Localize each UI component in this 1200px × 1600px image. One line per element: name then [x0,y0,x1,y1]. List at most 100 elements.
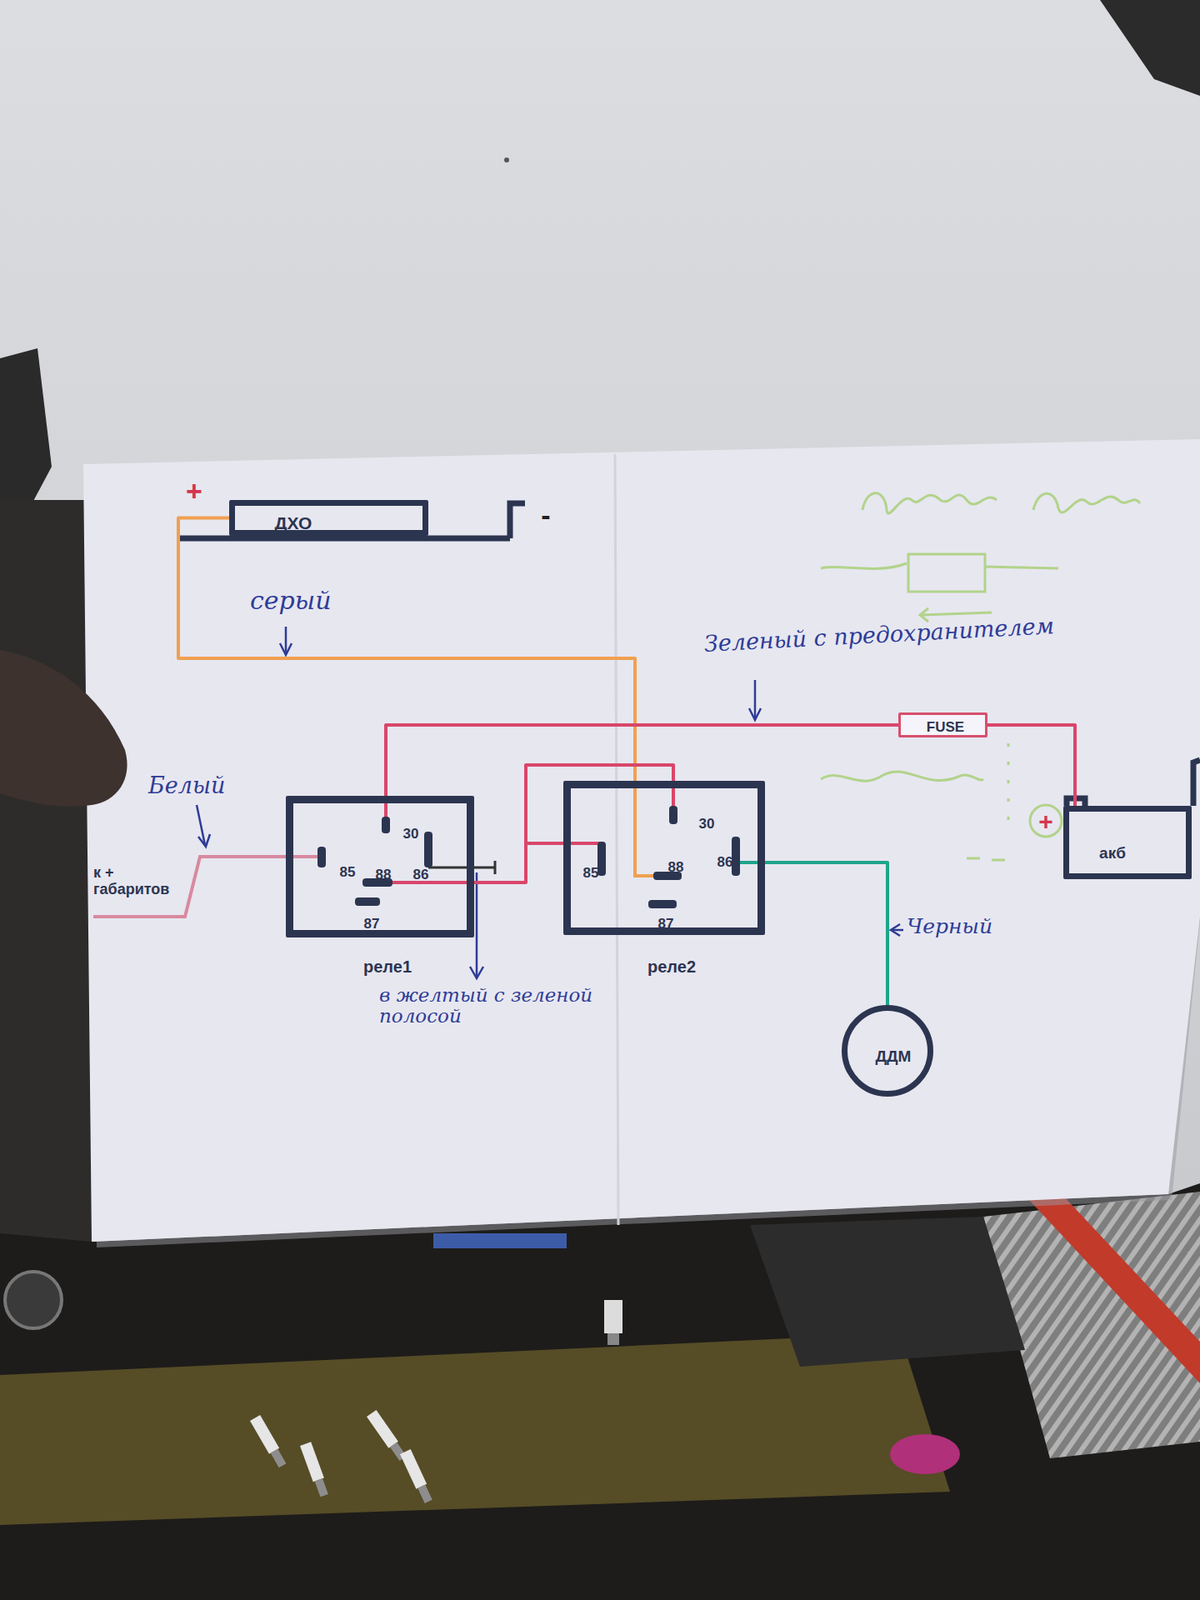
drl-ground-bar [178,535,510,542]
engine-bay [417,1485,433,1504]
handwritten-arrow [285,626,288,654]
wire-stub [428,866,495,870]
handwritten-arrow [475,872,479,977]
wall-detail [0,500,92,1250]
hand [0,650,128,807]
handwritten-arrow [890,924,900,936]
engine-bay [400,1449,435,1505]
paper-sheet [615,454,619,1225]
bleed-through-sketch [1007,743,1010,834]
wire-color-note: Белый [148,773,225,799]
wire-stub [392,880,475,885]
wire [987,725,1075,806]
battery-terminal [1066,760,1200,806]
wire-label: Зеленый с предохранителем [703,613,1055,657]
handwritten-arrow [198,834,210,847]
bleed-through-sketch [985,566,1059,569]
pin-number: 88 [375,867,392,884]
relay-pin [355,897,380,906]
bleed-through-sketch [820,771,984,781]
source-label: к + габаритов [93,865,192,899]
wire-label: серый [250,586,332,615]
handwritten-arrow [196,626,904,979]
relay-pin [648,900,677,909]
relay-pin [381,816,390,834]
pin-number: 88 [668,860,685,876]
device-name: акб [1099,845,1126,863]
wire [178,518,635,782]
pin-number: 86 [413,867,430,884]
engine-bay [366,1410,399,1449]
wire-stub [635,780,654,876]
wire-label: Черный [906,915,993,939]
relay-pin [669,805,678,825]
engine-bay [315,1478,329,1497]
bleed-through-sketch [920,612,992,615]
pin-number: 85 [340,865,356,881]
relay-pin [731,836,740,876]
polarity-sign: - [540,500,550,531]
device-name: ДХО [275,513,313,533]
drl-ground-bar [510,503,525,539]
engine-bay [250,1415,288,1469]
bleed-through-sketch [820,493,1140,860]
pin-number: 87 [658,916,675,933]
polarity-sign: + [1038,807,1054,835]
wall-detail [0,0,1200,1250]
bleed-through-sketch [1033,493,1140,513]
battery-terminal [1193,760,1200,806]
pin-number: 30 [699,816,715,833]
engine-bay [300,1441,330,1498]
bleed-through-sketch [908,554,985,592]
engine-bay [400,1449,427,1490]
pin-number: 87 [364,916,380,933]
engine-bay [604,1300,623,1345]
engine-bay [250,1415,280,1455]
engine-bay [1029,1195,1200,1384]
relay-pin [597,841,606,876]
pin-number: 85 [583,865,600,882]
drl-lamp-box: ДХО [229,500,429,536]
handwritten-arrow [754,680,757,719]
handwritten-arrow [470,966,484,979]
engine-bay [607,1333,620,1345]
engine-bay [604,1300,623,1334]
wire-color-note: в желтый с зеленой полосой [379,985,613,1028]
handwritten-arrow [749,708,761,720]
relay-name: реле1 [363,957,412,976]
relay-pin [317,846,326,868]
sensor-circle: ДДМ [841,1005,934,1097]
relay-pin [424,831,433,868]
relay-box: 3085888687реле1 [285,795,475,938]
paper-sheet [83,439,1200,1248]
hand [0,650,128,807]
bleed-through-sketch [1030,805,1062,837]
relay-box: 3085888687реле2 [563,780,765,935]
pin-number: 86 [717,855,734,871]
relay-name: реле2 [647,957,696,976]
engine-bay [433,1233,567,1249]
engine-bay [5,1271,62,1329]
engine-bay [750,1216,1025,1367]
fuse-label: FUSE [926,720,965,736]
engine-bay [300,1441,325,1482]
device-name: ДДМ [875,1048,912,1066]
bleed-through-sketch [862,493,997,514]
wire [765,862,888,1005]
relay-pin [317,805,740,909]
wall-detail [504,157,510,163]
pin-number: 30 [403,826,420,843]
wire-stub [494,860,497,875]
paper-sheet [83,439,1200,1242]
engine-bay [0,1183,1200,1600]
polarity-sign: + [185,475,203,507]
wall-detail [1100,0,1200,96]
bleed-through-sketch [966,858,1005,860]
bleed-through-sketch [820,563,907,569]
battery-box: акб [1063,805,1192,880]
engine-bay [270,1449,287,1468]
engine-bay [890,1434,960,1475]
